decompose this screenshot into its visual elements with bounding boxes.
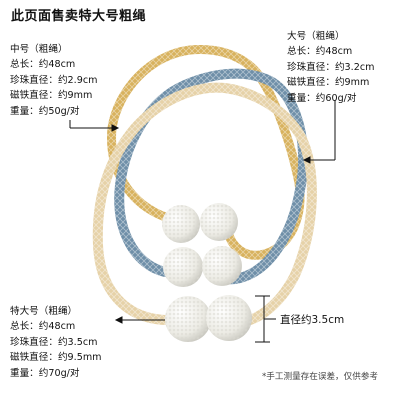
page-title: 此页面售卖特大号粗绳 (11, 9, 147, 24)
spec-length: 总长：约48cm (287, 46, 353, 58)
blue-rope (114, 68, 309, 285)
spec-name: 大号（粗绳） (287, 31, 345, 42)
spec-block-xl: 特大号（粗绳） 总长：约48cm 珍珠直径：约3.5cm 磁铁直径：约9.5mm… (10, 304, 102, 381)
spec-magnet-diameter: 磁铁直径：约9.5mm (10, 352, 102, 364)
measurement-note: *手工测量存在误差，仅供参考 (262, 372, 379, 382)
spec-block-medium: 中号（粗绳） 总长：约48cm 珍珠直径：约2.9cm 磁铁直径：约9mm 重量… (10, 42, 97, 119)
pearl-pair-xl (165, 295, 252, 342)
spec-magnet-diameter: 磁铁直径：约9mm (10, 90, 93, 102)
spec-weight: 重量：约50g/对 (10, 105, 80, 117)
diameter-bracket (255, 295, 276, 343)
spec-name: 中号（粗绳） (10, 44, 68, 55)
spec-pearl-diameter: 珍珠直径：约2.9cm (10, 74, 98, 86)
pointer-arrow-xl (114, 316, 165, 324)
pointer-arrow-large (302, 100, 336, 164)
spec-weight: 重量：约70g/对 (10, 367, 80, 379)
pearl-pair-medium (162, 203, 238, 243)
pointer-arrow-medium (69, 120, 120, 132)
spec-weight: 重量：约60g/对 (287, 92, 357, 104)
spec-length: 总长：约48cm (10, 321, 76, 333)
spec-pearl-diameter: 珍珠直径：约3.2cm (287, 61, 375, 73)
spec-name: 特大号（粗绳） (10, 306, 78, 317)
spec-length: 总长：约48cm (10, 59, 76, 71)
cream-rope (92, 82, 317, 328)
diameter-label: 直径约3.5cm (280, 314, 345, 326)
spec-pearl-diameter: 珍珠直径：约3.5cm (10, 336, 98, 348)
spec-magnet-diameter: 磁铁直径：约9mm (287, 77, 370, 89)
spec-block-large: 大号（粗绳） 总长：约48cm 珍珠直径：约3.2cm 磁铁直径：约9mm 重量… (287, 29, 374, 106)
pearl-pair-large (163, 246, 242, 287)
